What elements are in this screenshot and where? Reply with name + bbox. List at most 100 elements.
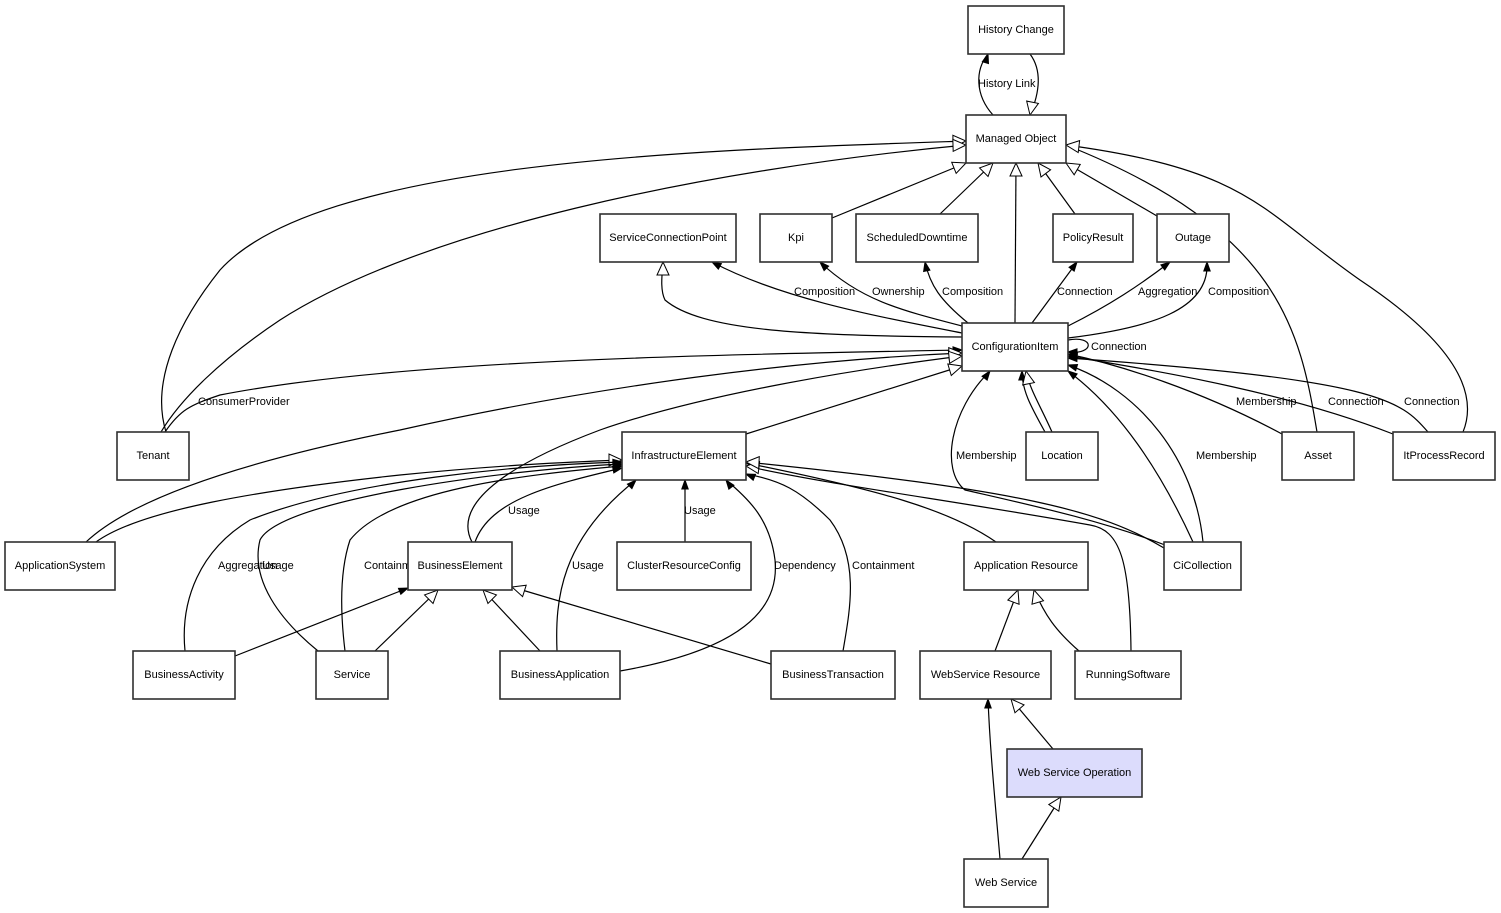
edge-outage-to-managed_object[interactable]: [1037, 162, 1076, 215]
inheritance-arrowhead: [1021, 369, 1036, 386]
edge-label: Containment: [852, 560, 914, 572]
edge-kpi-to-managed_object[interactable]: [160, 138, 968, 433]
edge-configuration_item-to-outage[interactable]: Composition: [1067, 260, 1269, 339]
node-it-process-record[interactable]: ItProcessRecord: [1392, 431, 1496, 481]
node-box: [919, 650, 1052, 700]
association-arrowhead: [981, 369, 991, 381]
edge-ci_collection-to-infrastructure_element[interactable]: [234, 587, 410, 657]
edge-service-to-business_element[interactable]: [482, 589, 541, 652]
edge-business_application-to-business_element[interactable]: [510, 584, 772, 665]
edge-business_application-to-infrastructure_element[interactable]: Containment: [744, 473, 914, 652]
edge-policy_result-to-managed_object[interactable]: [1009, 161, 1023, 324]
inheritance-line: [374, 589, 439, 652]
edge-business_transaction-to-business_element[interactable]: [994, 588, 1020, 652]
edge-configuration_item-to-managed_object[interactable]: [939, 162, 994, 215]
association-line: [341, 465, 623, 652]
edge-label: Usage: [684, 505, 716, 517]
inheritance-line: [511, 586, 772, 665]
association-line: [1067, 261, 1171, 327]
edge-configuration_item-to-kpi[interactable]: Composition: [923, 260, 1004, 324]
node-box: [1392, 431, 1496, 481]
node-managed-object[interactable]: Managed Object: [965, 114, 1067, 164]
association-line: [819, 261, 963, 327]
node-ci-collection[interactable]: CiCollection: [1163, 541, 1242, 591]
node-asset[interactable]: Asset: [1281, 431, 1355, 481]
edge-label: Membership: [956, 450, 1017, 462]
node-configuration-item[interactable]: ConfigurationItem: [961, 322, 1069, 372]
edge-service_connection_point-to-managed_object[interactable]: [161, 134, 968, 433]
association-arrowhead: [818, 260, 830, 272]
edge-web_service_operation-to-webservice_resource[interactable]: [1021, 796, 1062, 860]
edge-ci_collection-to-configuration_item[interactable]: Membership: [1066, 363, 1257, 543]
edge-label: ConsumerProvider: [198, 396, 290, 408]
edge-asset-to-configuration_item[interactable]: Connection: [1066, 353, 1394, 435]
node-application-system[interactable]: ApplicationSystem: [4, 541, 116, 591]
node-box: [4, 541, 116, 591]
association-line: [257, 463, 623, 652]
edge-ci_collection-to-configuration_item[interactable]: [745, 363, 964, 435]
edge-label: History Link: [978, 78, 1036, 90]
edge-configuration_item-to-service_connection_point[interactable]: Composition: [710, 261, 963, 334]
edge-asset-to-managed_object[interactable]: [1064, 139, 1469, 433]
edge-tenant-to-configuration_item[interactable]: [1018, 369, 1046, 433]
edge-business_application-to-infrastructure_element[interactable]: Usage: [681, 478, 716, 542]
edge-service-to-infrastructure_element[interactable]: Usage: [474, 466, 624, 543]
node-service-connection-point[interactable]: ServiceConnectionPoint: [599, 213, 737, 263]
edge-configuration_item-to-outage[interactable]: Connection: [1066, 338, 1147, 356]
association-arrowhead: [981, 52, 990, 65]
edge-configuration_item-to-configuration_item[interactable]: ConsumerProvider: [164, 346, 964, 433]
edge-it_process_record-to-configuration_item[interactable]: Connection: [1066, 354, 1460, 433]
node-history-change[interactable]: History Change: [967, 5, 1065, 55]
edge-running_software-to-infrastructure_element[interactable]: [744, 455, 1165, 549]
node-box: [407, 541, 513, 591]
inheritance-arrowhead: [1009, 161, 1023, 177]
edge-business_activity-to-business_element[interactable]: [374, 589, 439, 652]
edge-configuration_item-to-service_connection_point[interactable]: Ownership: [818, 260, 963, 327]
association-line: [1067, 261, 1208, 339]
node-location[interactable]: Location: [1025, 431, 1099, 481]
edge-webservice_resource-to-application_resource[interactable]: [1031, 588, 1080, 652]
edge-business_element-to-infrastructure_element[interactable]: Usage: [556, 478, 638, 652]
node-tenant[interactable]: Tenant: [116, 431, 190, 481]
node-running-software[interactable]: RunningSoftware: [1074, 650, 1182, 700]
edge-it_process_record-to-managed_object[interactable]: [656, 260, 963, 338]
node-business-activity[interactable]: BusinessActivity: [132, 650, 236, 700]
edge-running_software-to-application_resource[interactable]: [984, 697, 1001, 860]
edge-configuration_item-to-scheduled_downtime[interactable]: Connection: [1031, 260, 1113, 324]
node-box: [770, 650, 896, 700]
edge-it_process_record-to-configuration_item[interactable]: Membership: [950, 369, 1166, 546]
node-web-service[interactable]: Web Service: [963, 858, 1049, 908]
node-scheduled-downtime[interactable]: ScheduledDowntime: [855, 213, 979, 263]
edge-configuration_item-to-policy_result[interactable]: Aggregation: [1067, 261, 1197, 327]
edge-cluster_resource_config-to-infrastructure_element[interactable]: Dependency: [619, 478, 836, 672]
node-business-application[interactable]: BusinessApplication: [499, 650, 621, 700]
node-policy-result[interactable]: PolicyResult: [1052, 213, 1134, 263]
edge-location-to-configuration_item[interactable]: [1021, 369, 1053, 433]
edge-ci_collection-to-configuration_item[interactable]: [1066, 370, 1194, 543]
node-infrastructure-element[interactable]: InfrastructureElement: [621, 431, 747, 481]
association-arrowhead: [626, 478, 638, 490]
node-outage[interactable]: Outage: [1156, 213, 1230, 263]
node-cluster-resource-config[interactable]: ClusterResourceConfig: [616, 541, 752, 591]
node-service[interactable]: Service: [315, 650, 389, 700]
node-label: ClusterResourceConfig: [627, 560, 741, 572]
edge-tenant-to-managed_object[interactable]: [1064, 162, 1158, 217]
node-box: [855, 213, 979, 263]
node-label: ApplicationSystem: [15, 560, 106, 572]
node-kpi[interactable]: Kpi: [759, 213, 833, 263]
edge-managed_object-to-history_change[interactable]: History Link: [978, 52, 1036, 116]
edge-scheduled_downtime-to-managed_object[interactable]: [831, 161, 968, 219]
inheritance-line: [745, 465, 1132, 652]
node-web-service-operation[interactable]: Web Service Operation: [1006, 748, 1143, 798]
edge-history_change-to-managed_object[interactable]: [1025, 53, 1040, 117]
edge-application_system-to-configuration_item[interactable]: [467, 350, 964, 543]
node-webservice-resource[interactable]: WebService Resource: [919, 650, 1052, 700]
node-business-element[interactable]: BusinessElement: [407, 541, 513, 591]
node-application-resource[interactable]: Application Resource: [963, 541, 1089, 591]
inheritance-arrowhead: [1047, 796, 1062, 812]
node-label: ServiceConnectionPoint: [609, 232, 726, 244]
edge-application_system-to-infrastructure_element[interactable]: Aggregation: [183, 458, 624, 652]
node-business-transaction[interactable]: BusinessTransaction: [770, 650, 896, 700]
node-box: [967, 5, 1065, 55]
edge-web_service-to-webservice_resource[interactable]: [1010, 698, 1054, 750]
